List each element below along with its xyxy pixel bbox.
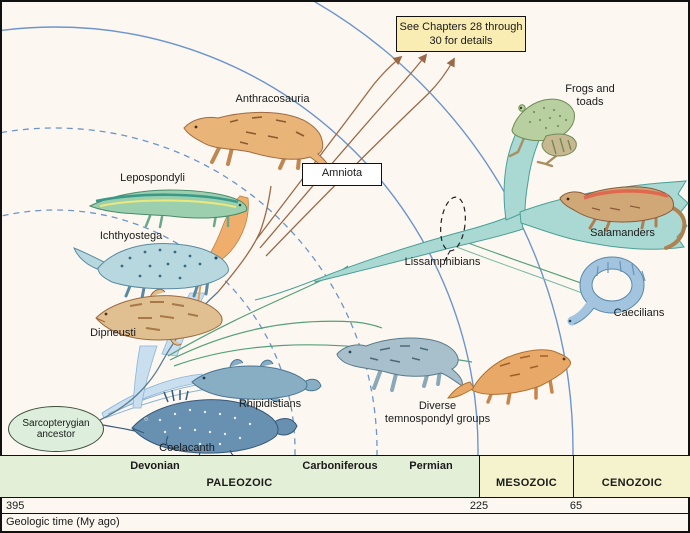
chapter-callout-line2: 30 for details xyxy=(429,35,493,47)
caecilian-illustration xyxy=(567,256,646,326)
frog-illustration xyxy=(508,98,577,168)
label-temnospondyls-line1: Diverse xyxy=(418,400,457,412)
label-coelacanth: Coelacanth xyxy=(159,442,215,454)
era-mesozoic: MESOZOIC xyxy=(495,477,558,489)
lissamphibian-band xyxy=(314,210,524,283)
label-caecilians: Caecilians xyxy=(613,307,665,319)
amniota-box: Amniota xyxy=(302,163,382,186)
label-frogs-line2: toads xyxy=(576,95,604,108)
temnospondyl-branch xyxy=(169,320,383,361)
amniote-arrow xyxy=(259,53,428,249)
label-lissamphibians: Lissamphibians xyxy=(404,256,481,268)
label-temnospondyls: Diverse temnospondyl groups xyxy=(360,400,515,425)
ichthyostega-illustration xyxy=(73,243,229,300)
label-ichthyostega: Ichthyostega xyxy=(99,230,163,242)
temnospondyl-gray-illustration xyxy=(336,337,463,392)
label-dipneusti: Dipneusti xyxy=(90,327,136,339)
cenozoic-cell: CENOZOIC xyxy=(573,456,690,497)
amniote-arrow xyxy=(265,57,455,257)
period-permian: Permian xyxy=(409,460,453,472)
rhipidistians-illustration xyxy=(191,359,322,405)
coelacanth-illustration xyxy=(131,389,298,463)
lissamphibian-annotation-ellipse xyxy=(440,196,466,252)
chapter-callout-box: See Chapters 28 through 30 for details xyxy=(396,16,526,52)
salamander-illustration xyxy=(559,186,687,250)
label-salamanders: Salamanders xyxy=(590,227,655,239)
ancestor-node: Sarcopterygian ancestor xyxy=(8,406,104,452)
axis-label: Geologic time (My ago) xyxy=(6,516,120,528)
era-cenozoic: CENOZOIC xyxy=(601,477,663,489)
dipneusti-lineage xyxy=(132,345,158,409)
mesozoic-cell: MESOZOIC xyxy=(479,456,573,497)
tick-225: 225 xyxy=(469,500,489,512)
anthracosaur-stem xyxy=(217,185,272,293)
lissamphibian-band-tip xyxy=(254,279,316,301)
chapter-callout-line1: See Chapters 28 through xyxy=(399,21,523,33)
lissamphibian-annotation-pointer xyxy=(443,250,451,265)
devonian-carboniferous-arc xyxy=(2,209,296,455)
anthracosauria-illustration xyxy=(183,111,331,175)
time-boundary-arcs xyxy=(2,2,574,455)
tick-395: 395 xyxy=(6,500,25,512)
label-temnospondyls-line2: temnospondyl groups xyxy=(384,412,491,425)
label-anthracosauria: Anthracosauria xyxy=(235,93,310,105)
dipneusti-illustration xyxy=(95,288,223,346)
mesozoic-cenozoic-arc xyxy=(313,2,574,455)
label-frogs-line1: Frogs and xyxy=(565,83,615,95)
paleozoic-cell: Devonian Carboniferous Permian PALEOZOIC xyxy=(0,456,479,497)
ancestor-line2: ancestor xyxy=(36,429,76,440)
amniota-label: Amniota xyxy=(321,167,363,179)
temnospondyl-orange-illustration xyxy=(446,349,571,405)
axis-divider xyxy=(0,513,690,515)
period-carboniferous: Carboniferous xyxy=(302,460,378,472)
geologic-timeline: Devonian Carboniferous Permian PALEOZOIC… xyxy=(0,455,690,498)
label-lepospondyli: Lepospondyli xyxy=(120,172,185,184)
amniote-arrow xyxy=(255,55,403,241)
lepospondyli-illustration xyxy=(88,189,248,229)
label-frogs-toads: Frogs and toads xyxy=(545,83,635,108)
caecilian-lineage xyxy=(459,239,593,288)
paleozoic-mesozoic-arc xyxy=(2,26,479,455)
label-rhipidistians: Rhipidistians xyxy=(238,398,302,410)
caecilian-lineage-line xyxy=(453,245,583,294)
era-paleozoic: PALEOZOIC xyxy=(206,477,273,489)
tick-65: 65 xyxy=(569,500,583,512)
period-devonian: Devonian xyxy=(130,460,180,472)
lineage-branches xyxy=(97,53,689,432)
carboniferous-permian-arc xyxy=(2,127,378,455)
ancestor-line1: Sarcopterygian xyxy=(22,417,90,429)
